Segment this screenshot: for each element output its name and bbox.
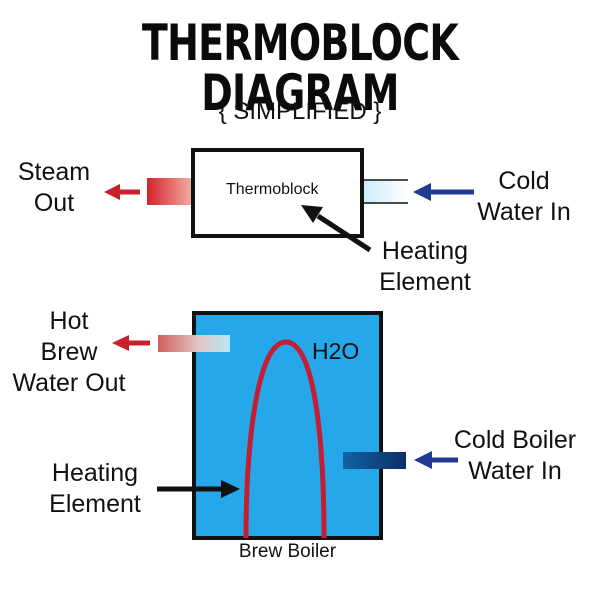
thermoblock-heating-label-line2: Element <box>379 268 471 296</box>
thermoblock-box <box>191 148 364 238</box>
steam-out-arrow <box>104 184 140 200</box>
boiler-heating-element <box>243 339 327 539</box>
hot-brew-label-line2: Brew <box>40 338 98 366</box>
hot-brew-out-pipe <box>158 335 230 352</box>
steam-out-pipe <box>147 178 194 205</box>
thermoblock-heating-label-line1: Heating <box>381 237 469 265</box>
cold-boiler-in-pipe <box>343 452 406 469</box>
cold-water-in-pipe <box>361 180 408 203</box>
thermoblock-box-label: Thermoblock <box>226 181 319 198</box>
thermoblock-heating-element-label: Heating Element <box>370 236 480 298</box>
cold-water-in-label-line2: Water In <box>477 198 571 226</box>
hot-brew-out-arrow <box>112 335 150 351</box>
cold-boiler-in-arrow <box>414 451 458 469</box>
boiler-heating-arrow <box>157 480 240 498</box>
thermoblock-heating-arrow <box>301 205 372 253</box>
hot-brew-label-line3: Water Out <box>12 369 126 397</box>
steam-out-label-line2: Out <box>33 189 75 217</box>
h2o-label: H2O <box>312 338 360 364</box>
hot-brew-water-out-label: Hot Brew Water Out <box>2 306 136 399</box>
steam-out-label: Steam Out <box>0 157 108 219</box>
diagram-subtitle: { SIMPLIFIED } <box>218 98 382 125</box>
boiler-heating-element-label: Heating Element <box>40 458 150 520</box>
hot-brew-label-line1: Hot <box>49 307 89 335</box>
brew-boiler-tank <box>192 311 383 540</box>
cold-boiler-label-line2: Water In <box>468 457 562 485</box>
cold-water-in-label: Cold Water In <box>468 166 580 228</box>
boiler-heating-label-line2: Element <box>49 490 141 518</box>
cold-boiler-label-line1: Cold Boiler <box>453 426 577 454</box>
cold-boiler-water-in-label: Cold Boiler Water In <box>440 425 590 487</box>
cold-water-in-label-line1: Cold <box>498 167 550 195</box>
cold-water-in-arrow <box>413 183 474 201</box>
steam-out-label-line1: Steam <box>17 158 91 186</box>
diagram-title: THERMOBLOCK DIAGRAM <box>141 14 459 122</box>
brew-boiler-label: Brew Boiler <box>238 541 337 562</box>
boiler-heating-label-line1: Heating <box>51 459 139 487</box>
